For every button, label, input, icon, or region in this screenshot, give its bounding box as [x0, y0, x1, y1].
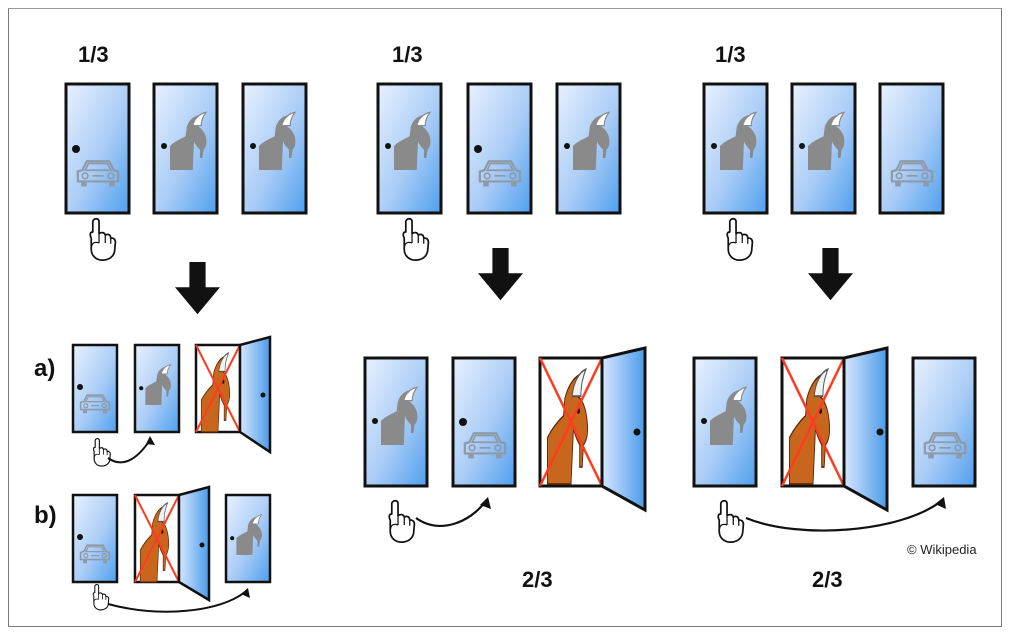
curved-arrow-icon — [107, 439, 151, 464]
opened-door-goat — [780, 346, 889, 513]
pointing-hand-icon — [402, 217, 430, 261]
door-with-goat — [241, 82, 308, 215]
pointing-hand-icon — [717, 499, 745, 543]
scenario-3-switch-probability: 2/3 — [812, 567, 843, 592]
opened-door-goat — [133, 485, 211, 603]
door-with-goat — [555, 82, 622, 215]
scenario-3-initial-doors — [702, 82, 945, 301]
pointing-hand-icon — [92, 437, 111, 467]
door-with-car — [878, 82, 945, 215]
down-arrow-icon — [175, 262, 220, 315]
door-with-car — [466, 82, 533, 215]
pointing-hand-icon — [89, 217, 117, 261]
scenario-2-initial-doors — [376, 82, 622, 301]
opened-door-goat — [538, 346, 647, 513]
curved-arrow-icon — [107, 591, 246, 613]
opened-door-goat — [194, 335, 272, 455]
scenario-1-case-b — [71, 485, 272, 613]
scenario-2-switch-probability: 2/3 — [522, 567, 553, 592]
pointing-hand-icon — [388, 499, 416, 543]
down-arrow-icon — [478, 248, 523, 301]
door-with-car — [64, 82, 131, 215]
down-arrow-icon — [808, 248, 853, 301]
case-label-b: b) — [34, 502, 57, 529]
scenario-3-probability: 1/3 — [715, 42, 746, 67]
door-with-goat — [152, 82, 219, 215]
scenario-1-initial-doors — [64, 82, 308, 315]
pointing-hand-icon — [726, 217, 754, 261]
curved-arrow-icon — [415, 501, 486, 527]
door-with-goat — [790, 82, 857, 215]
credit-text: © Wikipedia — [907, 542, 977, 557]
scenario-3-result — [692, 346, 977, 543]
scenario-2-result — [363, 346, 647, 543]
door-with-goat — [376, 82, 443, 215]
scenario-1-case-a — [71, 335, 272, 467]
pointing-hand-icon — [92, 583, 110, 611]
case-label-a: a) — [34, 355, 56, 382]
scenario-2-probability: 1/3 — [392, 42, 423, 67]
door-with-goat — [702, 82, 769, 215]
curved-arrow-icon — [745, 501, 941, 532]
scenario-1-probability: 1/3 — [78, 42, 109, 67]
